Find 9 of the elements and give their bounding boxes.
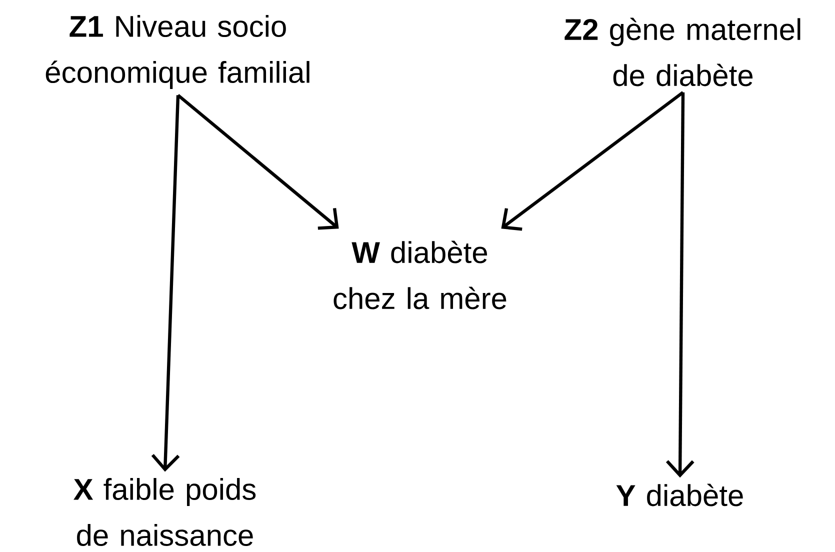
arrow: [666, 92, 694, 478]
node-label: W diabète chez la mère: [334, 240, 506, 310]
arrow: [176, 94, 339, 230]
node-label: Z2 gène maternel de diabète: [564, 18, 800, 86]
node-label: Y diabète: [616, 484, 743, 506]
arrow: [151, 95, 180, 472]
node-label: Z1 Niveau socio économique familial: [46, 15, 310, 89]
node-label: X faible poids de naissance: [74, 478, 256, 546]
arrow: [501, 91, 684, 231]
